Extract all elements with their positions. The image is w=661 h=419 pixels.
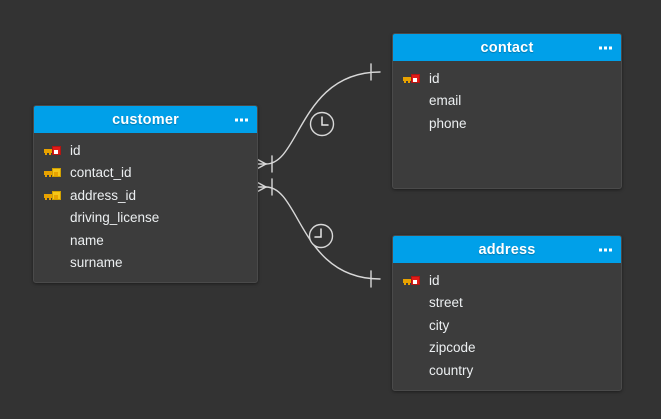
field-row[interactable]: driving_license: [34, 207, 257, 230]
ellipsis-icon[interactable]: [235, 118, 248, 121]
entity-header-customer[interactable]: customer: [34, 106, 257, 133]
field-name: phone: [429, 115, 467, 131]
field-row-spacer: [393, 135, 621, 158]
field-name: city: [429, 317, 450, 333]
field-row[interactable]: address_id: [34, 184, 257, 207]
primary-key-icon: [403, 71, 425, 85]
relationship-customer-contact[interactable]: [252, 63, 381, 173]
field-row[interactable]: country: [393, 359, 621, 382]
entity-field-list-contact: id email phone: [393, 61, 621, 188]
no-key-icon: [44, 211, 66, 225]
ellipsis-icon[interactable]: [599, 46, 612, 49]
no-key-icon: [403, 363, 425, 377]
field-row[interactable]: email: [393, 90, 621, 113]
field-name: country: [429, 362, 474, 378]
field-name: zipcode: [429, 340, 476, 355]
no-key-icon: [403, 94, 425, 108]
entity-field-list-address: id street city zipcode country: [393, 263, 621, 390]
entity-table-customer[interactable]: customer id contact_id address_id: [33, 105, 258, 283]
entity-table-address[interactable]: address id street city zipcode: [392, 235, 622, 391]
field-name: street: [429, 295, 463, 310]
relationship-customer-address[interactable]: [252, 178, 381, 288]
field-row[interactable]: contact_id: [34, 162, 257, 185]
ellipsis-icon[interactable]: [599, 248, 612, 251]
field-row[interactable]: street: [393, 292, 621, 315]
field-row[interactable]: id: [393, 269, 621, 292]
entity-field-list-customer: id contact_id address_id driving_license: [34, 133, 257, 282]
no-key-icon: [403, 116, 425, 130]
field-row[interactable]: zipcode: [393, 337, 621, 360]
entity-title: contact: [480, 39, 534, 56]
field-row[interactable]: surname: [34, 252, 257, 275]
no-key-icon: [403, 318, 425, 332]
field-name: id: [429, 272, 440, 288]
field-name: name: [70, 232, 104, 248]
field-row[interactable]: id: [34, 139, 257, 162]
field-row[interactable]: city: [393, 314, 621, 337]
foreign-key-icon: [44, 166, 66, 180]
field-name: email: [429, 93, 462, 108]
primary-key-icon: [44, 143, 66, 157]
field-name: address_id: [70, 187, 137, 203]
entity-title: address: [478, 241, 536, 258]
field-name: driving_license: [70, 210, 160, 225]
entity-header-contact[interactable]: contact: [393, 34, 621, 61]
field-name: id: [429, 70, 440, 86]
primary-key-icon: [403, 273, 425, 287]
field-name: id: [70, 142, 81, 158]
field-row-spacer: [393, 157, 621, 180]
field-row[interactable]: name: [34, 229, 257, 252]
entity-table-contact[interactable]: contact id email phone: [392, 33, 622, 189]
no-key-icon: [44, 233, 66, 247]
field-name: contact_id: [70, 165, 132, 180]
field-name: surname: [70, 255, 123, 270]
no-key-icon: [44, 256, 66, 270]
field-row[interactable]: phone: [393, 112, 621, 135]
entity-title: customer: [112, 111, 179, 128]
field-row[interactable]: id: [393, 67, 621, 90]
no-key-icon: [403, 341, 425, 355]
no-key-icon: [403, 296, 425, 310]
foreign-key-icon: [44, 188, 66, 202]
entity-header-address[interactable]: address: [393, 236, 621, 263]
